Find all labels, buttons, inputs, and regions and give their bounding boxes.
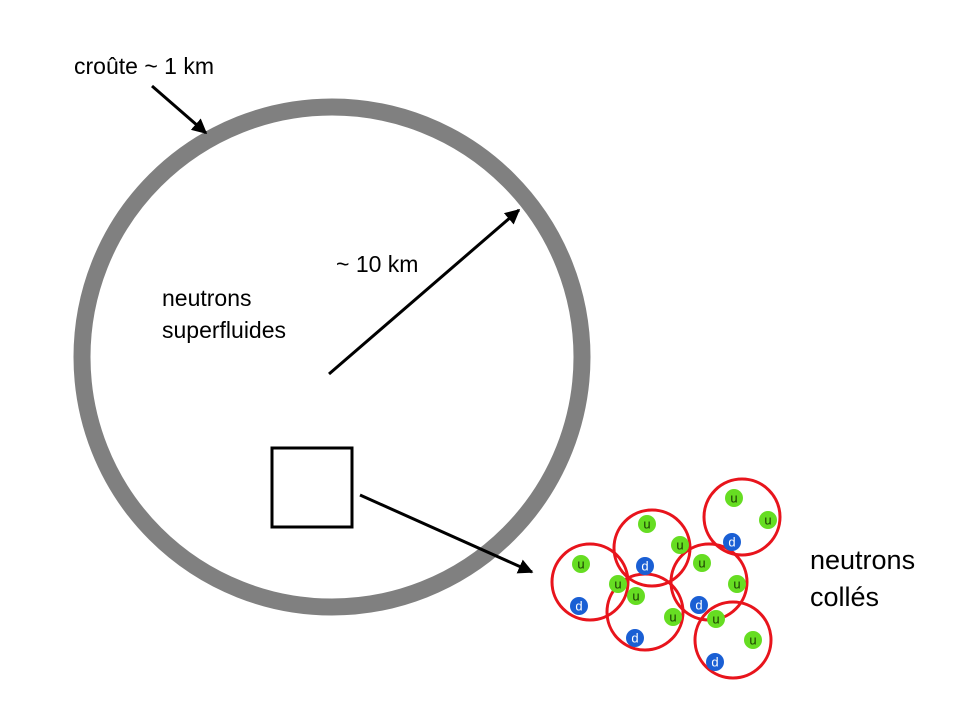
quark-label: d — [711, 655, 718, 670]
zoom-box — [270, 446, 354, 529]
up-quark-dot — [671, 536, 689, 554]
radius-arrow — [328, 208, 521, 376]
up-quark-dot — [572, 555, 590, 573]
quark-label: d — [695, 598, 702, 613]
up-quark-dot — [744, 631, 762, 649]
quark-label: u — [733, 577, 740, 592]
interior-label-line1: neutrons — [162, 285, 252, 311]
quark-label: u — [669, 610, 676, 625]
down-quark-dot — [626, 629, 644, 647]
neutron-ring — [550, 542, 630, 622]
quark-label: u — [676, 538, 683, 553]
down-quark-dot — [570, 597, 588, 615]
star-crust — [73, 98, 591, 616]
interior-label-line2: superfluides — [162, 317, 286, 343]
up-quark-dot — [693, 554, 711, 572]
stuck-label-line2: collés — [810, 582, 879, 612]
quark-label: u — [730, 491, 737, 506]
down-quark-dot — [723, 533, 741, 551]
quark-label: d — [631, 631, 638, 646]
down-quark-dot — [690, 596, 708, 614]
quark-label: u — [577, 557, 584, 572]
quark-label: u — [614, 577, 621, 592]
radius-label: ~ 10 km — [336, 251, 418, 277]
quark-label: u — [749, 633, 756, 648]
stuck-label-line1: neutrons — [810, 545, 915, 575]
up-quark-dot — [664, 608, 682, 626]
neutron-ring — [693, 600, 773, 680]
up-quark-dot — [728, 575, 746, 593]
quark-label: d — [641, 559, 648, 574]
zoom-arrow — [359, 493, 534, 574]
down-quark-dot — [706, 653, 724, 671]
up-quark-dot — [627, 587, 645, 605]
up-quark-dot — [725, 489, 743, 507]
crust-arrow — [151, 84, 208, 135]
quark-label: u — [712, 612, 719, 627]
quark-label: u — [764, 513, 771, 528]
up-quark-dot — [638, 515, 656, 533]
quark-label: d — [728, 535, 735, 550]
neutron-ring — [702, 477, 782, 557]
up-quark-dot — [707, 610, 725, 628]
quark-label: d — [575, 599, 582, 614]
down-quark-dot — [636, 557, 654, 575]
up-quark-dot — [759, 511, 777, 529]
crust-label: croûte ~ 1 km — [74, 53, 214, 79]
quark-label: u — [632, 589, 639, 604]
up-quark-dot — [609, 575, 627, 593]
quark-label: u — [698, 556, 705, 571]
quark-label: u — [643, 517, 650, 532]
